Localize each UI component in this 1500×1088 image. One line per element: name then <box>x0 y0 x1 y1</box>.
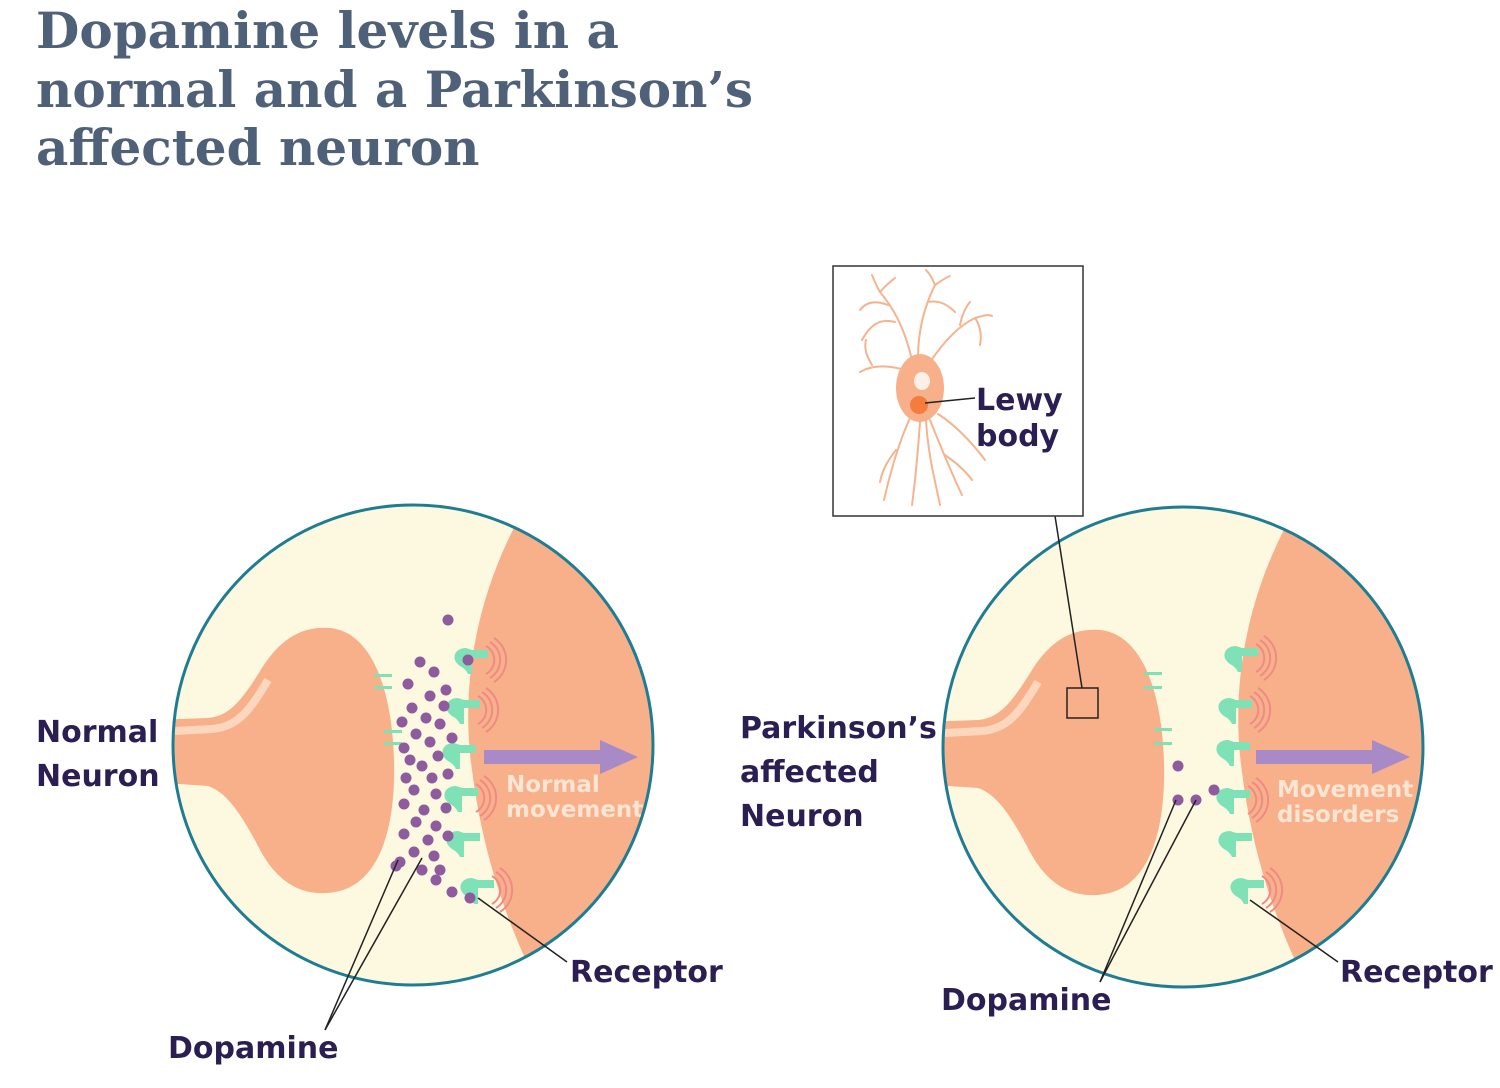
parkinsons-dopamine-label: Dopamine <box>941 983 1111 1018</box>
dopamine-molecule <box>404 754 416 766</box>
dopamine-molecule <box>408 846 420 858</box>
neuron-nucleus <box>914 372 930 390</box>
dopamine-molecule <box>1172 760 1184 772</box>
dopamine-molecule <box>416 760 428 772</box>
parkinsons-release-channels <box>1144 672 1172 745</box>
dopamine-molecule <box>462 654 474 666</box>
dopamine-molecule <box>440 684 452 696</box>
title-line-1: Dopamine levels in a <box>36 1 619 60</box>
normal-receptor-pointer-line <box>477 897 568 963</box>
normal-dopamine-molecules <box>390 614 476 904</box>
dopamine-molecule <box>446 732 458 744</box>
lewy-body-pointer-line <box>924 397 976 404</box>
dopamine-molecule <box>410 816 422 828</box>
dopamine-molecule <box>430 874 442 886</box>
dopamine-molecule <box>446 886 458 898</box>
movement-disorders-label-2: disorders <box>1277 802 1399 828</box>
parkinsons-presynaptic-terminal <box>943 629 1165 896</box>
lewy-body-zoom-marker <box>1066 687 1099 719</box>
normal-dopamine-label: Dopamine <box>168 1031 338 1066</box>
dopamine-molecule <box>432 750 444 762</box>
dopamine-molecule <box>408 784 420 796</box>
dopamine-molecule <box>420 712 432 724</box>
normal-dopamine-pointer-lines <box>324 857 423 1031</box>
title-line-2: normal and a Parkinson’s <box>36 60 753 119</box>
parkinsons-zoom-circle <box>941 505 1425 989</box>
dopamine-molecule <box>398 828 410 840</box>
dopamine-molecule <box>430 820 442 832</box>
normal-release-channels <box>374 674 402 745</box>
movement-disorders-label-1: Movement <box>1277 777 1413 803</box>
dopamine-molecule <box>434 864 446 876</box>
dopamine-molecule <box>406 702 418 714</box>
normal-presynaptic-terminal <box>173 627 395 894</box>
dopamine-molecule <box>428 666 440 678</box>
dopamine-molecule <box>424 736 436 748</box>
parkinsons-neuron-panel: Movement disorders Parkinson’s affected … <box>740 265 1493 1018</box>
inset-connector-line <box>1054 515 1083 689</box>
dopamine-molecule <box>428 850 440 862</box>
parkinsons-neuron-label-3: Neuron <box>740 799 864 834</box>
dopamine-molecule <box>418 804 430 816</box>
lewy-body-label-1: Lewy <box>976 383 1063 418</box>
dopamine-molecule <box>424 690 436 702</box>
normal-receptor-label: Receptor <box>570 955 723 990</box>
dopamine-molecule <box>414 656 426 668</box>
normal-neuron-panel: Normal movement Normal Neuron Dopamine R… <box>36 503 723 1066</box>
normal-neuron-label-1: Normal <box>36 715 158 750</box>
neuron-cell-illustration <box>859 269 993 506</box>
lewy-body-inset: Lewy body <box>832 265 1084 517</box>
dopamine-molecule <box>440 802 452 814</box>
dopamine-molecule <box>402 678 414 690</box>
dopamine-molecule <box>442 830 454 842</box>
normal-movement-label-1: Normal <box>506 772 600 798</box>
dopamine-molecule <box>410 728 422 740</box>
title-line-3: affected neuron <box>36 118 480 177</box>
dopamine-molecule <box>438 700 450 712</box>
normal-movement-arrow <box>484 740 638 774</box>
normal-zoom-circle <box>171 503 655 987</box>
lewy-body-dot <box>910 396 928 414</box>
dopamine-molecule <box>1208 784 1220 796</box>
parkinsons-neuron-label-2: affected <box>740 755 879 790</box>
normal-movement-label-2: movement <box>506 797 643 823</box>
normal-neuron-label-2: Neuron <box>36 759 160 794</box>
dopamine-molecule <box>422 834 434 846</box>
parkinsons-dopamine-pointer-lines <box>1099 799 1197 983</box>
lewy-body-label-2: body <box>976 419 1060 454</box>
dopamine-molecule <box>464 892 476 904</box>
page-title: Dopamine levels in a normal and a Parkin… <box>36 1 753 177</box>
dopamine-molecule <box>442 614 454 626</box>
dopamine-molecule <box>398 798 410 810</box>
movement-disorders-arrow <box>1256 740 1410 774</box>
normal-synapse-view: Normal movement <box>173 505 653 985</box>
parkinsons-receptor-pointer-line <box>1249 899 1339 963</box>
dopamine-molecule <box>396 716 408 728</box>
parkinsons-receptor-label: Receptor <box>1340 955 1493 990</box>
dopamine-molecule <box>416 864 428 876</box>
parkinsons-neuron-label-1: Parkinson’s <box>740 711 937 746</box>
dopamine-molecule <box>398 742 410 754</box>
dopamine-molecule <box>426 772 438 784</box>
parkinsons-synapse-view: Movement disorders <box>943 507 1423 987</box>
dopamine-molecule <box>442 768 454 780</box>
dopamine-molecule <box>434 718 446 730</box>
dopamine-molecule <box>400 772 412 784</box>
dopamine-molecule <box>430 788 442 800</box>
